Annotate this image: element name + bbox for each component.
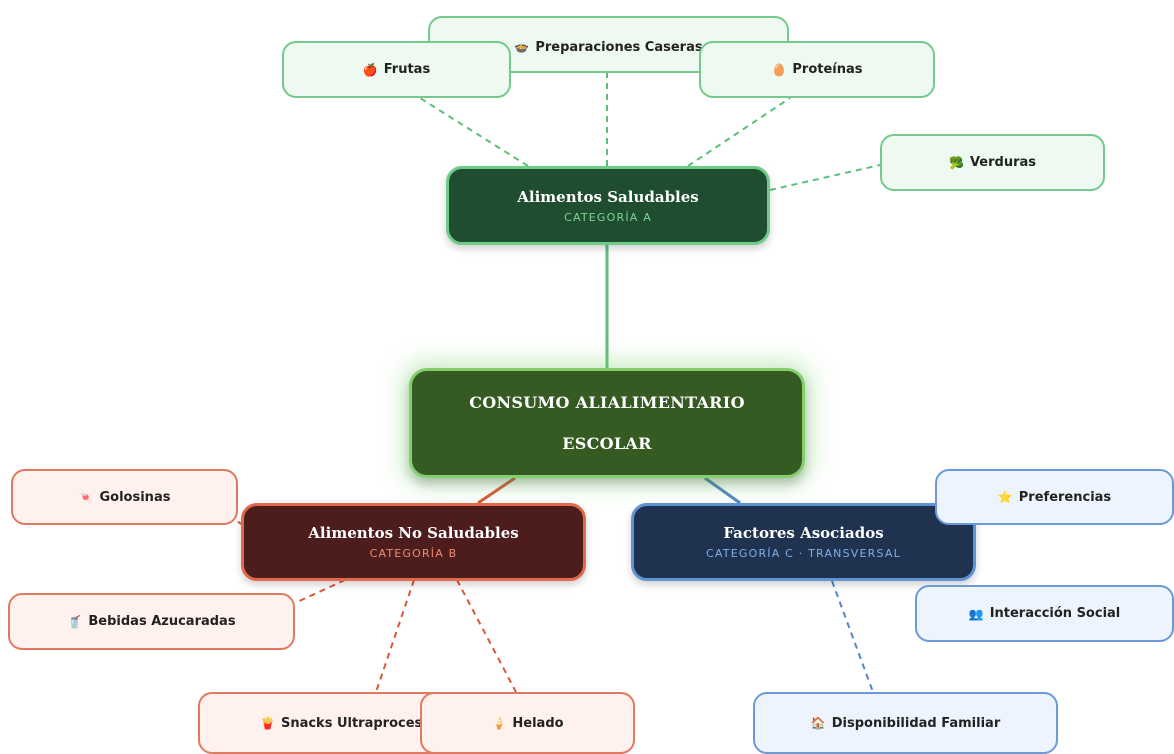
node-helado[interactable]: 🍦 Helado bbox=[420, 692, 635, 754]
node-label: Helado bbox=[512, 715, 564, 731]
node-label: Disponibilidad Familiar bbox=[831, 715, 1001, 731]
category-b-node[interactable]: Alimentos No Saludables CATEGORÍA B bbox=[241, 503, 586, 581]
node-disponibilidad-familiar[interactable]: 🏠 Disponibilidad Familiar bbox=[753, 692, 1058, 754]
node-label: Frutas bbox=[383, 62, 431, 77]
category-c-node[interactable]: Factores Asociados CATEGORÍA C · TRANSVE… bbox=[631, 503, 976, 581]
broccoli-icon: 🥦 bbox=[948, 155, 964, 170]
node-frutas[interactable]: 🍎 Frutas bbox=[282, 41, 511, 98]
category-a-node[interactable]: Alimentos Saludables CATEGORÍA A bbox=[446, 166, 770, 245]
house-icon: 🏠 bbox=[810, 716, 826, 730]
node-label: Preparaciones Caseras bbox=[535, 40, 703, 55]
node-label: Bebidas Azucaradas bbox=[88, 614, 236, 629]
node-label: Proteínas bbox=[792, 62, 863, 77]
edge-root-c bbox=[704, 476, 741, 505]
node-preferencias[interactable]: ⭐ Preferencias bbox=[935, 469, 1174, 525]
root-title-line2: ESCOLAR bbox=[562, 434, 652, 453]
node-bebidas-azucaradas[interactable]: 🥤 Bebidas Azucaradas bbox=[8, 593, 295, 650]
node-label: Snacks Ultraprocesados bbox=[280, 715, 458, 731]
fries-icon: 🍟 bbox=[260, 716, 275, 730]
edge-a-verduras bbox=[769, 164, 881, 191]
edge-a-proteinas bbox=[687, 97, 791, 167]
category-subtitle: CATEGORÍA C · TRANSVERSAL bbox=[706, 547, 901, 560]
people-icon: 👥 bbox=[968, 606, 984, 621]
category-subtitle: CATEGORÍA A bbox=[564, 210, 652, 224]
node-golosinas[interactable]: 🍬 Golosinas bbox=[11, 469, 238, 525]
edge-b-snacks bbox=[375, 579, 415, 693]
apple-icon: 🍎 bbox=[362, 62, 378, 77]
drink-cup-icon: 🥤 bbox=[67, 614, 83, 629]
candy-icon: 🍬 bbox=[78, 490, 94, 504]
category-subtitle: CATEGORÍA B bbox=[369, 547, 458, 560]
bowl-icon: 🍲 bbox=[514, 40, 530, 54]
node-label: Verduras bbox=[969, 155, 1036, 170]
edge-c-disponibilidad bbox=[831, 580, 874, 693]
edge-b-helado bbox=[456, 579, 517, 693]
edge-b-bebidas bbox=[294, 579, 346, 604]
category-title: Factores Asociados bbox=[723, 524, 884, 542]
node-interaccion-social[interactable]: 👥 Interacción Social bbox=[915, 585, 1174, 642]
edge-a-frutas bbox=[419, 97, 529, 167]
star-icon: ⭐ bbox=[997, 490, 1013, 504]
egg-icon: 🥚 bbox=[771, 62, 787, 77]
root-node[interactable]: CONSUMO ALIALIMENTARIO ESCOLAR bbox=[409, 368, 805, 478]
node-label: Interacción Social bbox=[989, 606, 1121, 621]
root-title-line1: CONSUMO ALIALIMENTARIO bbox=[469, 393, 745, 412]
category-title: Alimentos No Saludables bbox=[308, 524, 519, 542]
ice-cream-icon: 🍦 bbox=[491, 716, 507, 730]
category-title: Alimentos Saludables bbox=[517, 187, 699, 206]
node-label: Preferencias bbox=[1018, 489, 1112, 505]
node-proteinas[interactable]: 🥚 Proteínas bbox=[699, 41, 935, 98]
node-label: Golosinas bbox=[99, 489, 171, 505]
edge-root-b bbox=[477, 476, 516, 505]
node-verduras[interactable]: 🥦 Verduras bbox=[880, 134, 1105, 191]
